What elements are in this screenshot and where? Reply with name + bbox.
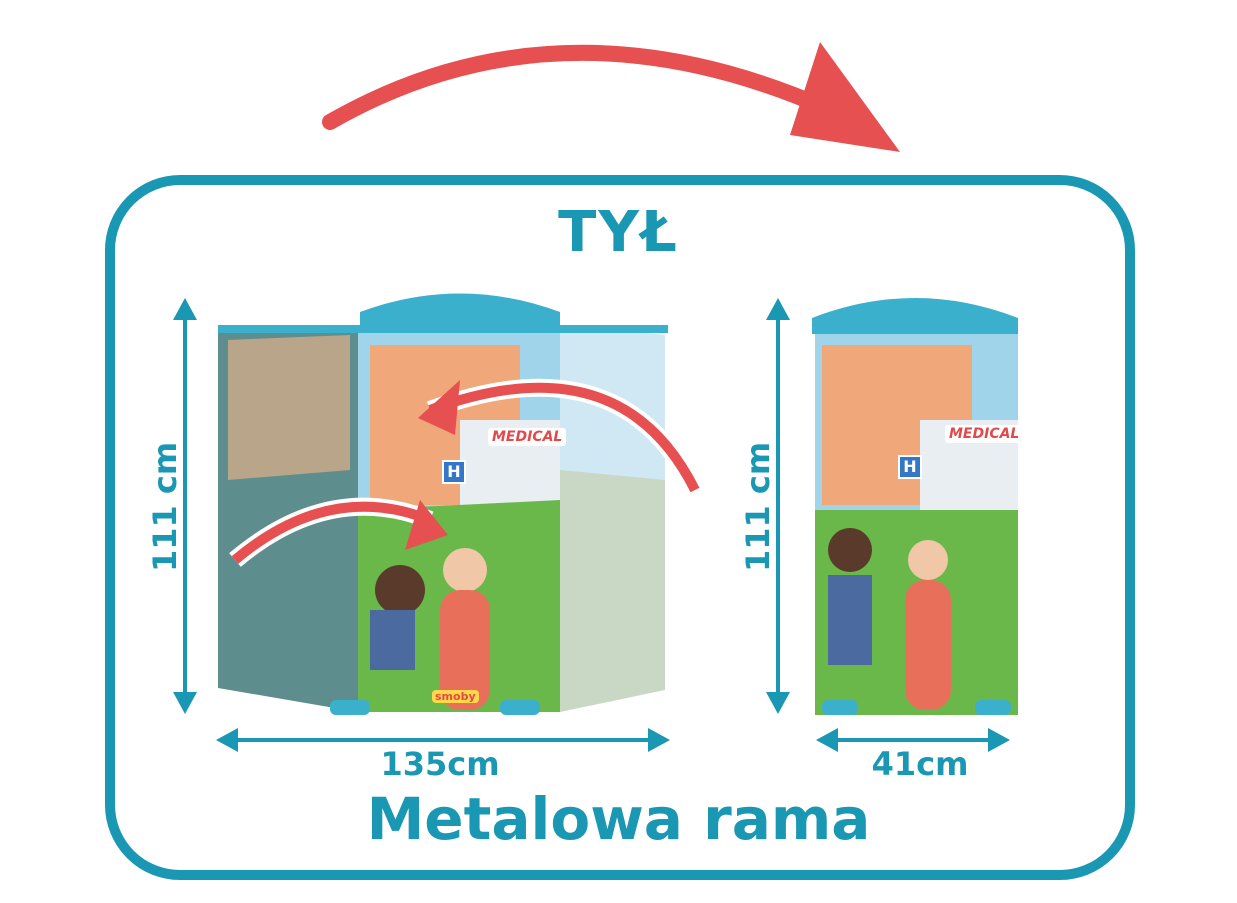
small-playhouse-panel [812, 298, 1018, 715]
small-height-label: 111 cm [739, 441, 777, 572]
flip-arrow-icon [322, 44, 838, 130]
flip-arrow-head [790, 42, 900, 152]
hospital-sign: H [898, 455, 922, 479]
page-title: TYŁ [558, 200, 679, 265]
large-height-label: 111 cm [146, 441, 184, 572]
large-width-label: 135cm [380, 745, 500, 783]
metal-frame-border [105, 175, 1135, 880]
medical-sign: MEDICAL [945, 425, 1024, 443]
small-width-label: 41cm [871, 745, 969, 783]
brand-logo: smoby [432, 690, 479, 703]
footer-caption: Metalowa rama [366, 785, 871, 853]
medical-sign: MEDICAL [488, 428, 567, 446]
hospital-sign: H [442, 460, 466, 484]
